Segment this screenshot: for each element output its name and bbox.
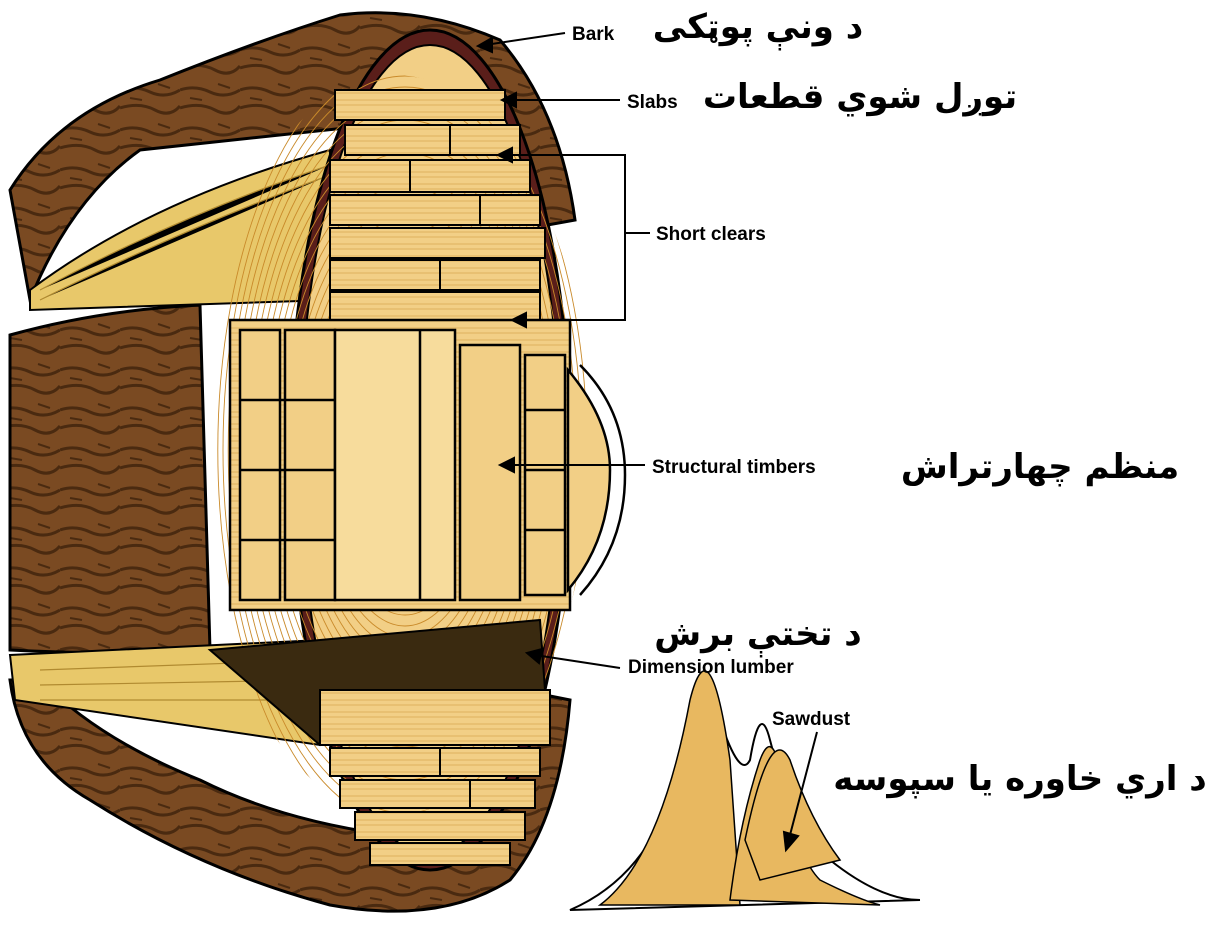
short-clears-boards [330, 90, 545, 320]
short-clears-label: Short clears [656, 224, 766, 245]
dimension-lumber-label-ps: د تختې برش [654, 614, 862, 658]
labels: Bark د ونې پوټکی Slabs توږل شوي قطعات Sh… [572, 7, 1207, 799]
dimension-lumber-label: Dimension lumber [628, 657, 794, 678]
sawdust-label: Sawdust [772, 709, 851, 730]
structural-timbers-label: Structural timbers [652, 457, 816, 478]
sawdust-label-ps: د اري خاوره يا سپوسه [833, 759, 1206, 799]
bark-left [10, 305, 210, 653]
bark-label: Bark [572, 24, 615, 45]
slabs-label: Slabs [627, 92, 678, 113]
slabs-label-ps: توږل شوي قطعات [703, 77, 1017, 117]
structural-timbers-label-ps: منظم چهارتراش [901, 447, 1179, 487]
bark-label-ps: د ونې پوټکی [653, 7, 863, 51]
